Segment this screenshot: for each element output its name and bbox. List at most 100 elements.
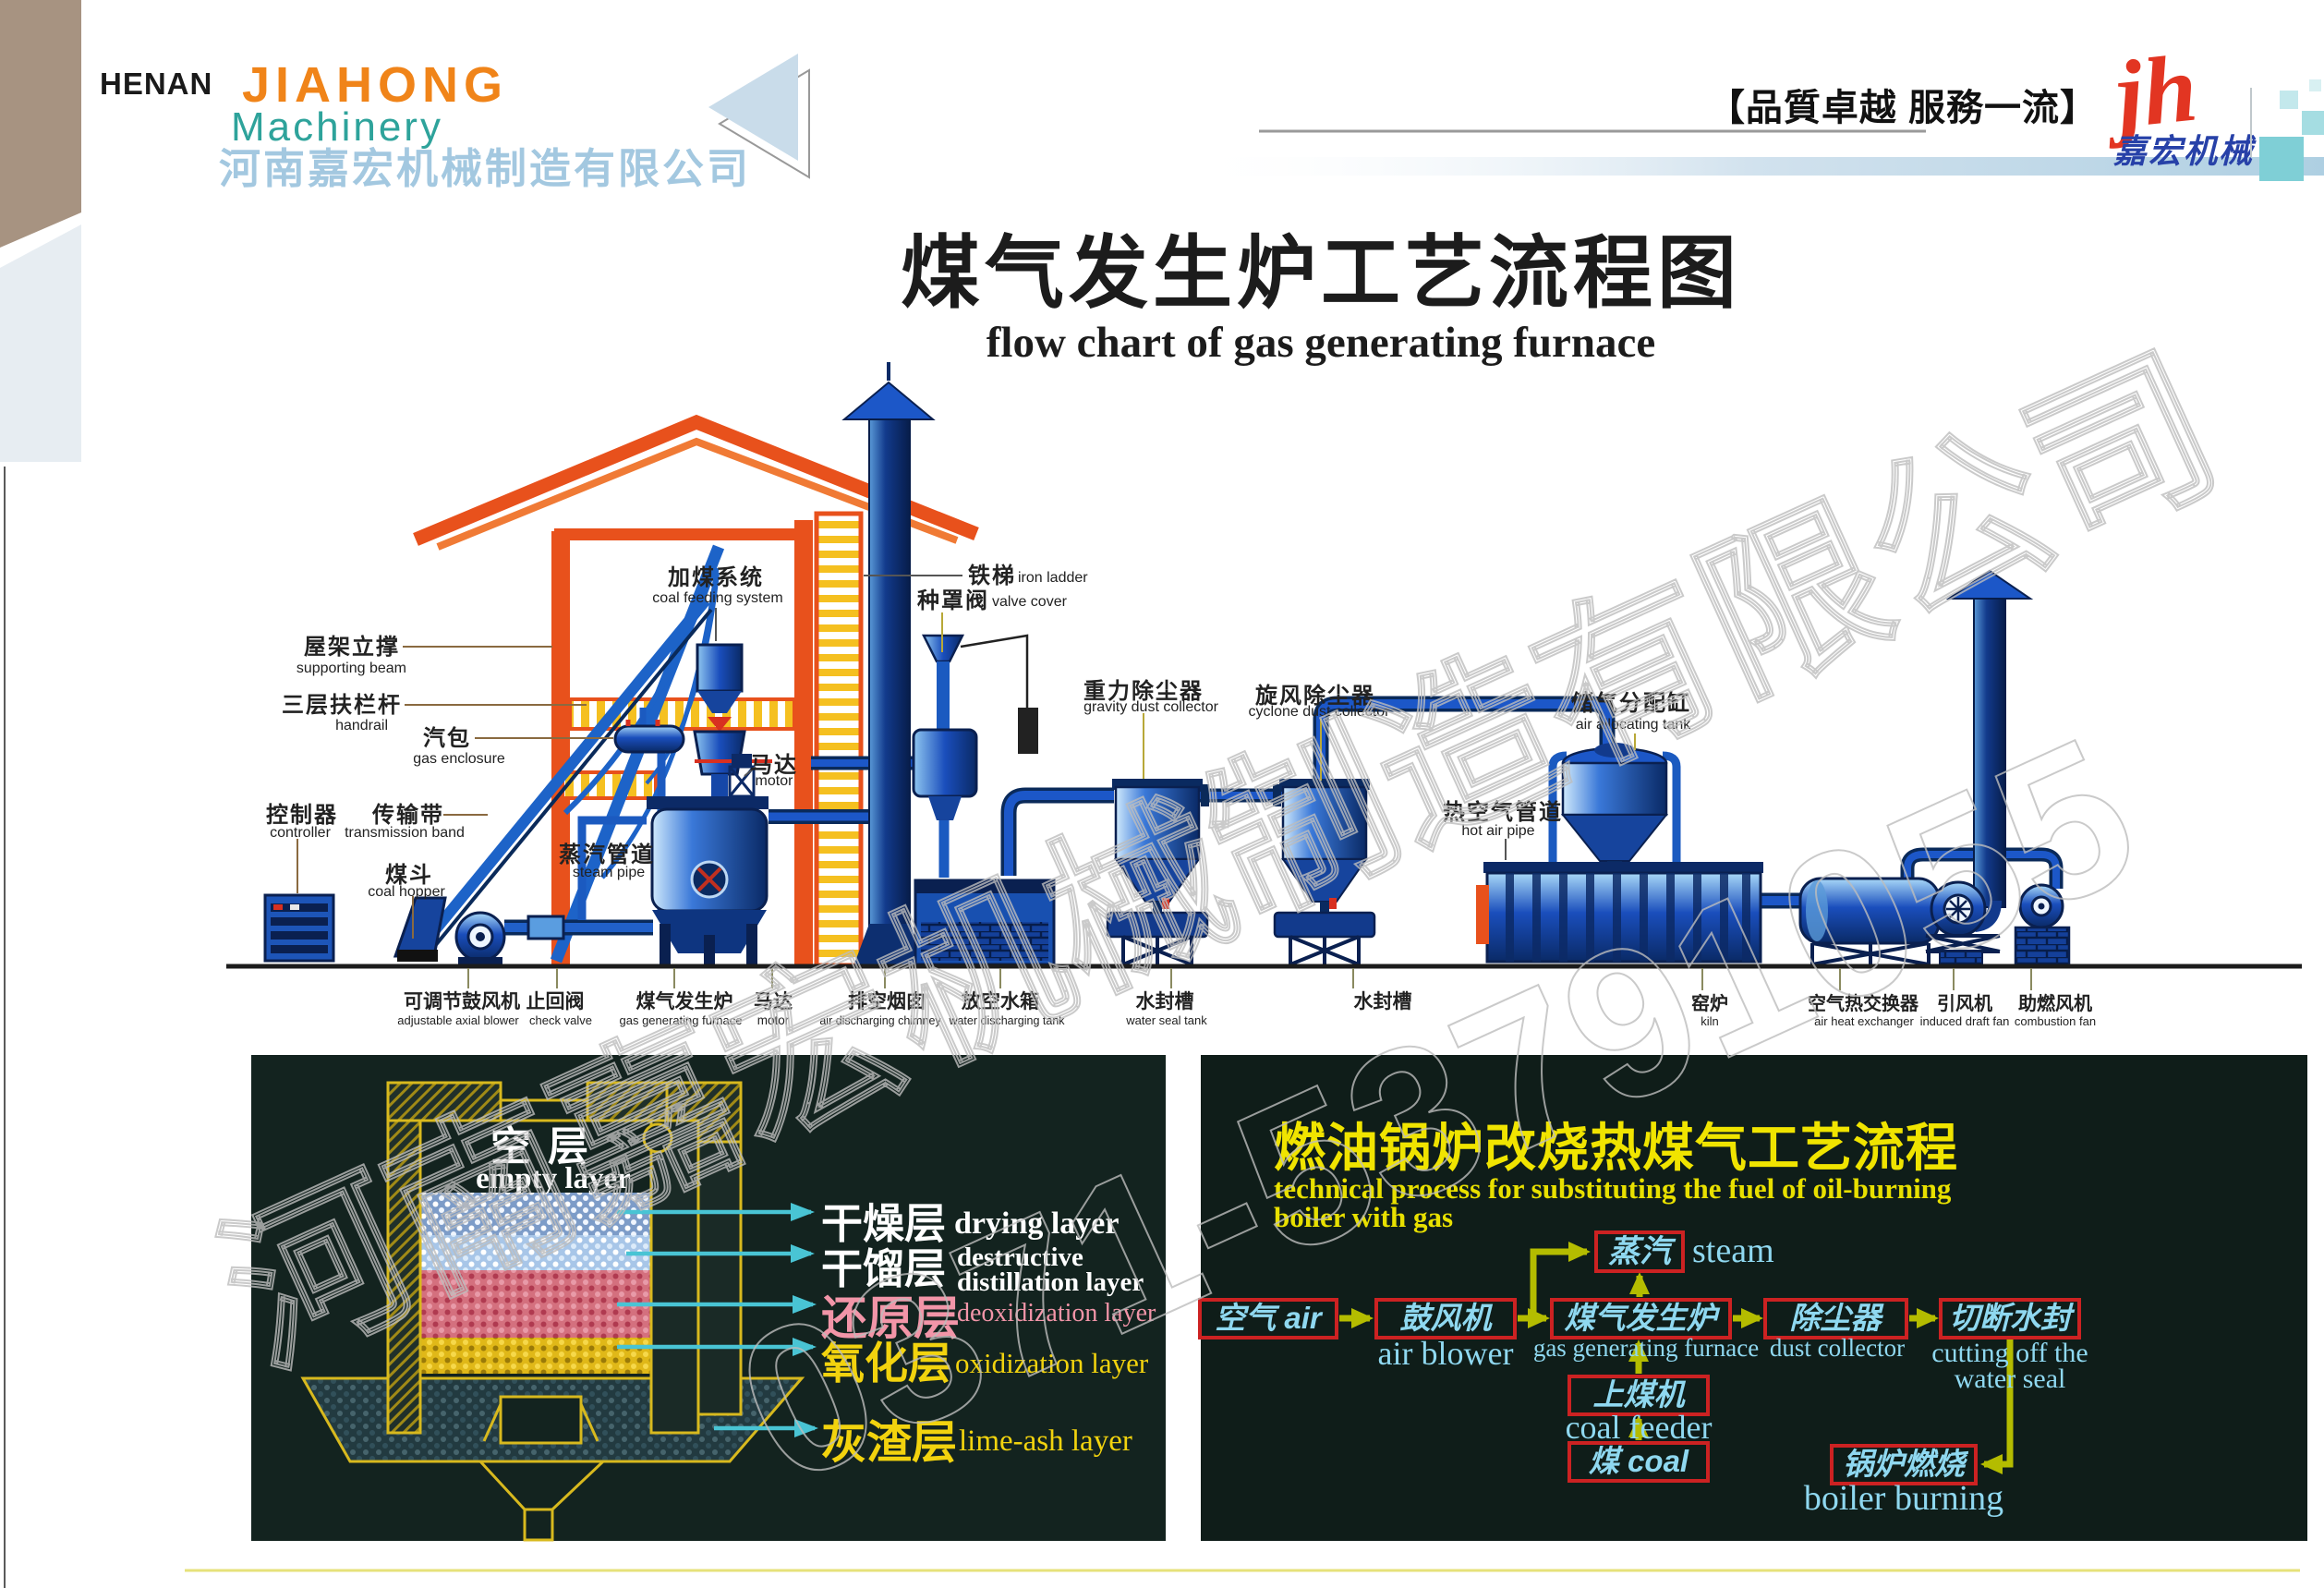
triangle-icon <box>708 54 810 179</box>
callout-gravity-dust-collector: 重力除尘器 gravity dust collector <box>1083 678 1219 779</box>
callout-handrail: 三层扶栏杆 handrail <box>282 693 587 733</box>
distillation-layer-shape <box>420 1235 651 1270</box>
svg-text:valve cover: valve cover <box>992 594 1068 610</box>
node-cut-water-seal: 切断水封 cutting off the water seal <box>1931 1298 2088 1394</box>
steam-drum-shape <box>613 720 685 754</box>
header-slogan-text: 【品質卓越 服務一流】 <box>1708 88 2098 128</box>
layer-label-en-2: deoxidization layer <box>957 1299 1156 1327</box>
svg-text:gas generating furnace: gas generating furnace <box>1533 1334 1759 1362</box>
svg-text:water seal tank: water seal tank <box>1125 1013 1207 1027</box>
callout-gas-generating-furnace: 煤气发生炉 gas generating furnace <box>620 968 742 1027</box>
svg-text:锅炉燃烧: 锅炉燃烧 <box>1843 1447 1969 1481</box>
svg-text:kiln: kiln <box>1701 1014 1719 1028</box>
main-title: 煤气发生炉工艺流程图 flow chart of gas generating … <box>901 229 1737 367</box>
svg-text:屋架立撑: 屋架立撑 <box>304 634 400 660</box>
ash-door-shape <box>482 1395 599 1445</box>
svg-text:旋风除尘器: 旋风除尘器 <box>1254 683 1375 709</box>
water-discharging-tank-shape <box>914 879 1056 966</box>
coal-hopper-shape <box>393 896 447 962</box>
svg-text:煤气发生炉: 煤气发生炉 <box>636 990 733 1012</box>
airtank-right-pipe <box>1662 751 1681 864</box>
callout-coal-hopper: 煤斗 coal hopper <box>368 863 445 939</box>
layer-label-cn-3: 氧化层 <box>821 1339 951 1388</box>
svg-text:上煤机: 上煤机 <box>1593 1377 1687 1412</box>
node-coal-feeder: 上煤机 coal feeder <box>1566 1375 1712 1446</box>
header: HENAN JIAHONG Machinery 河南嘉宏机械制造有限公司 【品質… <box>100 34 2324 192</box>
svg-text:煤气发生炉: 煤气发生炉 <box>1565 1301 1721 1335</box>
svg-text:煤 coal: 煤 coal <box>1589 1444 1689 1478</box>
node-air: 空气 air <box>1198 1298 1338 1339</box>
callout-transmission-band: 传输带 transmission band <box>345 802 488 841</box>
svg-text:三层扶栏杆: 三层扶栏杆 <box>282 693 402 718</box>
corner-decoration <box>0 0 81 1588</box>
svg-text:dust collector: dust collector <box>1770 1334 1905 1362</box>
callout-hot-air-pipe: 热空气管道 hot air pipe <box>1443 799 1561 860</box>
callout-air-allocating-tank: 储气分配缸 air allocating tank <box>1571 690 1691 750</box>
svg-text:空气热交换器: 空气热交换器 <box>1808 992 1919 1014</box>
svg-text:water discharging tank: water discharging tank <box>948 1014 1065 1027</box>
boiler-flow-panel: 燃油锅炉改烧热煤气工艺流程 technical process for subs… <box>1198 1055 2307 1541</box>
svg-text:cyclone dust collector: cyclone dust collector <box>1249 704 1391 720</box>
tank-funnel1-pipe <box>1004 791 1114 876</box>
layer-label-cn-0: 干燥层 <box>821 1200 946 1247</box>
callout-controller: 控制器 controller <box>266 802 338 893</box>
callout-cyclone-dust-collector: 旋风除尘器 cyclone dust collector <box>1249 683 1391 781</box>
svg-text:air discharging chimney: air discharging chimney <box>819 1014 941 1027</box>
svg-text:handrail: handrail <box>335 718 388 733</box>
cross-section-labels: 空层 empty layer 干燥层 drying layer 干馏层 dest… <box>476 1124 1156 1468</box>
svg-text:除尘器: 除尘器 <box>1790 1301 1885 1335</box>
oxidization-layer-shape <box>420 1338 651 1374</box>
steam-loop-pipe <box>577 816 647 920</box>
combustion-fan-shape <box>2014 883 2071 968</box>
callout-water-seal-tank-1: 水封槽 water seal tank <box>1125 968 1207 1027</box>
funnel2-airtank-pipe <box>1316 699 1612 787</box>
cross-section-walls <box>386 1081 743 1435</box>
layer-label-cn-2: 还原层 <box>821 1292 960 1344</box>
svg-text:steam pipe: steam pipe <box>573 865 645 880</box>
vent-chimney-shape <box>841 362 936 966</box>
svg-text:止回阀: 止回阀 <box>527 991 585 1012</box>
callout-adjustable-blower: 可调节鼓风机 adjustable axial blower <box>397 968 520 1027</box>
svg-text:加煤系统: 加煤系统 <box>668 564 764 590</box>
svg-text:排空烟囱: 排空烟囱 <box>848 990 926 1012</box>
main-title-en: flow chart of gas generating furnace <box>986 319 1655 367</box>
svg-text:可调节鼓风机: 可调节鼓风机 <box>404 990 520 1012</box>
svg-text:water seal: water seal <box>1955 1364 2066 1394</box>
svg-text:重力除尘器: 重力除尘器 <box>1083 678 1204 704</box>
boiler-flow-title: 燃油锅炉改烧热煤气工艺流程 <box>1274 1119 1958 1177</box>
callout-water-seal-tank-2: 水封槽 <box>1352 968 1412 1012</box>
svg-text:induced draft fan: induced draft fan <box>1920 1014 2010 1028</box>
svg-text:马达: 马达 <box>754 991 793 1012</box>
boiler-flow-arrows <box>1339 1242 2014 1474</box>
callout-iron-ladder: 铁梯 iron ladder <box>864 563 1088 588</box>
node-air-blower: 鼓风机 air blower <box>1374 1298 1517 1372</box>
svg-text:放空水箱: 放空水箱 <box>961 990 1039 1012</box>
node-dust-collector: 除尘器 dust collector <box>1763 1298 1908 1362</box>
flow-diagram: 屋架立撑 supporting beam 三层扶栏杆 handrail 汽包 g… <box>226 362 2302 1028</box>
corner-brown-shape <box>0 0 81 248</box>
header-company-cn-text: 河南嘉宏机械制造有限公司 <box>219 145 751 192</box>
svg-text:motor: motor <box>756 773 794 789</box>
layer-label-cn-4: 灰渣层 <box>821 1418 957 1468</box>
callout-combustion-fan: 助燃风机 combustion fan <box>2015 968 2096 1028</box>
svg-text:汽包: 汽包 <box>423 725 471 751</box>
layer-label-en-3: oxidization layer <box>955 1347 1149 1379</box>
outlet-funnel-shape <box>477 1460 607 1542</box>
corner-squares-icon <box>2250 79 2324 181</box>
house-top-beam <box>554 528 813 540</box>
callout-motor-top: 马达 motor <box>744 753 796 789</box>
svg-text:切断水封: 切断水封 <box>1949 1301 2076 1335</box>
vent-valve-assembly <box>912 634 1038 820</box>
house-left-wall <box>551 531 570 965</box>
svg-text:控制器: 控制器 <box>266 802 338 828</box>
node-steam: 蒸汽 steam <box>1594 1230 1774 1273</box>
boiler-flow-subtitle-2: boiler with gas <box>1274 1201 1453 1233</box>
svg-text:蒸汽管道: 蒸汽管道 <box>559 842 655 867</box>
callout-gas-enclosure: 汽包 gas enclosure <box>413 725 613 767</box>
svg-text:鼓风机: 鼓风机 <box>1400 1301 1494 1335</box>
svg-text:boiler burning: boiler burning <box>1804 1479 2003 1518</box>
svg-text:combustion fan: combustion fan <box>2015 1014 2096 1028</box>
gravity-dust-collector-shape <box>1106 779 1209 966</box>
callout-coal-feeding-system: 加煤系统 coal feeding system <box>652 564 783 641</box>
diagram-callouts: 屋架立撑 supporting beam 三层扶栏杆 handrail 汽包 g… <box>266 563 2096 1028</box>
